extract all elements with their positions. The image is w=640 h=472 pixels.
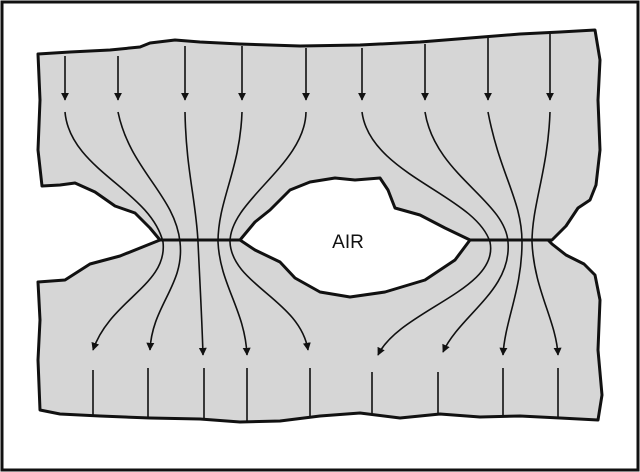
bottom-lines [92,368,559,421]
top-arrows [61,34,554,101]
flow-line [184,111,207,356]
right-flow-lines [361,111,562,356]
flow-line [229,111,311,351]
flow-line [424,111,509,353]
flow-line [117,111,182,351]
lower-block [36,238,604,424]
flow-line [217,111,251,356]
flow-line [487,111,523,356]
left-flow-lines [64,111,311,356]
flow-line [64,111,164,351]
air-label: AIR [332,232,364,253]
flow-line [361,111,492,356]
flow-line [531,111,562,356]
